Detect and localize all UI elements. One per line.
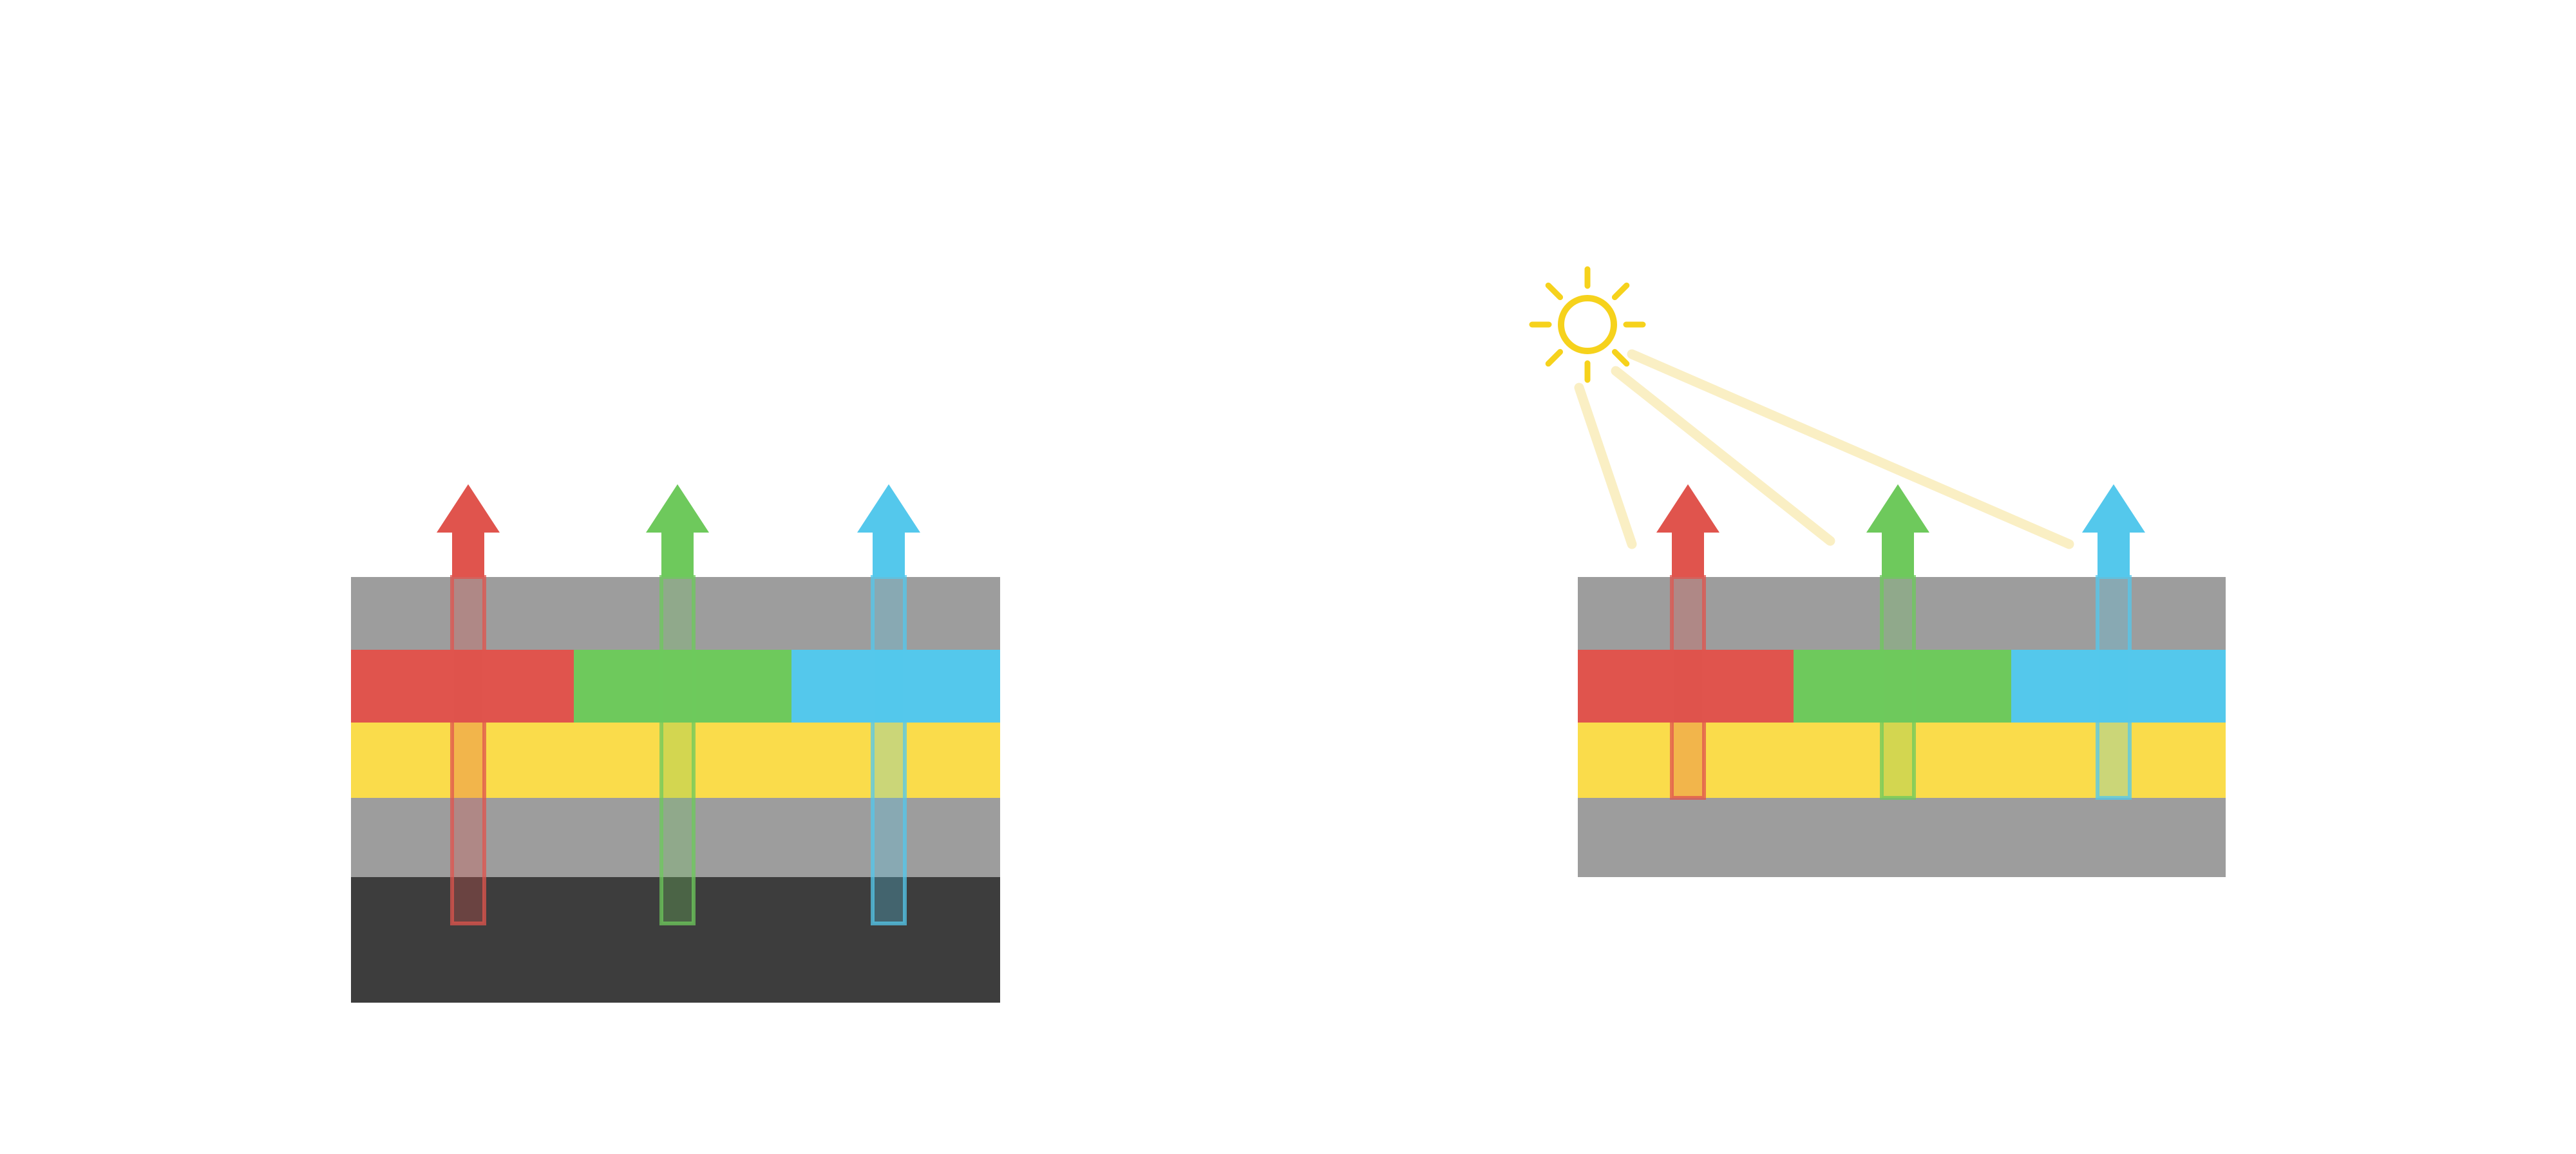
left-green-light-arrow [646,484,709,577]
left-blue-light-arrow [857,484,920,577]
right-blue-arrow-shaft [2096,575,2132,800]
left-lower-gray-layer [351,798,1000,877]
right-top-gray-layer [1578,577,2226,650]
sun-disc [1558,295,1617,354]
right-green-light-arrow [1866,484,1929,577]
sunbeam-middle [1611,366,1835,546]
right-lower-gray-layer [1578,798,2226,877]
sunbeam-right [1627,349,2074,549]
right-yellow-layer [1578,723,2226,798]
left-green-arrow-shaft [659,575,696,925]
left-top-gray-layer [351,577,1000,650]
right-blue-filter-segment [2011,650,2226,723]
sunbeams [1574,349,2074,549]
left-blue-filter-segment [791,650,1000,723]
right-red-arrow-shaft [1670,575,1706,800]
left-red-light-arrow [437,484,500,577]
left-yellow-layer [351,723,1000,798]
right-red-filter-segment [1578,650,1794,723]
right-blue-light-arrow [2082,484,2145,577]
left-panel-backlit-display [351,484,1000,1003]
right-red-light-arrow [1656,484,1719,577]
left-dark-backlight-layer [351,877,1000,1003]
right-green-arrow-shaft [1880,575,1916,800]
sun-icon [1529,266,1646,383]
sun-rays [1529,266,1646,383]
right-green-filter-segment [1794,650,2011,723]
left-green-filter-segment [574,650,791,723]
left-red-filter-segment [351,650,574,723]
left-red-arrow-shaft [450,575,486,925]
sunbeam-left [1574,383,1637,549]
right-panel-reflective-display [1529,266,2226,877]
left-blue-arrow-shaft [871,575,907,925]
